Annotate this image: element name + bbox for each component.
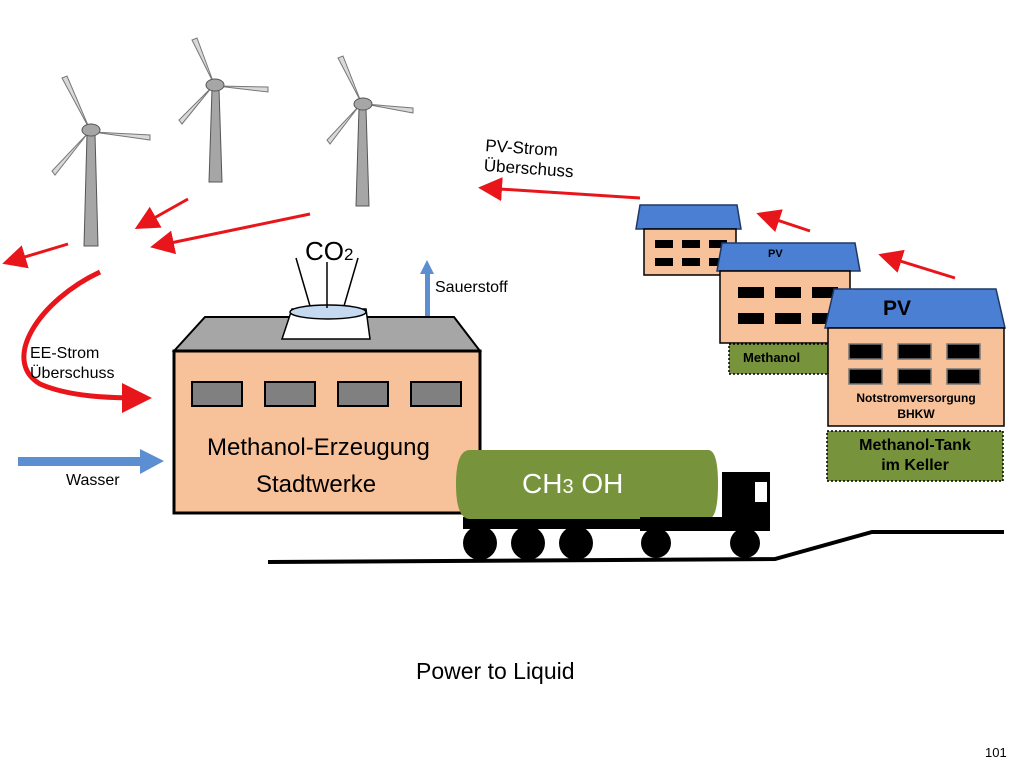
- page-number: 101: [985, 745, 1007, 760]
- house-medium-pv-label: PV: [768, 248, 783, 260]
- wind-turbine-3-icon: [326, 55, 414, 207]
- plant-label-line2: Stadtwerke: [256, 471, 377, 498]
- truck-label-sub: 3: [562, 476, 574, 498]
- ee-strom-label: EE-Strom Überschuss: [30, 344, 114, 384]
- house-large-text: Notstromversorgung BHKW: [829, 390, 1003, 422]
- notstrom-label: Notstromversorgung: [856, 391, 976, 405]
- pv-strom-label: PV-Strom Überschuss: [483, 136, 575, 182]
- house-large: [824, 288, 1006, 482]
- wasser-arrow: [18, 449, 164, 474]
- ee-strom-label-line2: Überschuss: [30, 365, 115, 382]
- ee-strom-arrows: [2, 197, 311, 413]
- bhkw-label: BHKW: [897, 407, 935, 421]
- methanol-plant: [171, 257, 483, 515]
- co2-label-sub: 2: [344, 245, 354, 264]
- pv-strom-arrows: [478, 177, 956, 280]
- house-medium-methanol-label: Methanol: [743, 350, 801, 365]
- methanol-truck: [456, 450, 770, 560]
- house-small: [635, 204, 742, 276]
- truck-label-ch: CH: [522, 468, 563, 499]
- wind-turbine-2-icon: [178, 37, 269, 183]
- truck-label-oh: OH: [573, 468, 624, 499]
- house-large-pv-label: PV: [883, 297, 912, 320]
- tank-label: Methanol-Tank im Keller: [827, 436, 1003, 476]
- wasser-label: Wasser: [66, 472, 120, 489]
- tank-label-line2: im Keller: [881, 457, 949, 474]
- caption: Power to Liquid: [416, 658, 575, 684]
- truck-ch3oh-label: CH3 OH: [522, 468, 623, 500]
- sauerstoff-label: Sauerstoff: [435, 279, 508, 296]
- co2-label-main: CO: [305, 236, 344, 266]
- ee-strom-label-line1: EE-Strom: [30, 345, 100, 362]
- house-medium: [716, 242, 861, 375]
- plant-label-line1: Methanol-Erzeugung: [207, 434, 430, 461]
- road: [267, 530, 1004, 564]
- co2-label: CO2: [305, 236, 353, 267]
- tank-label-line1: Methanol-Tank: [859, 437, 971, 454]
- wind-turbine-1-icon: [51, 75, 151, 247]
